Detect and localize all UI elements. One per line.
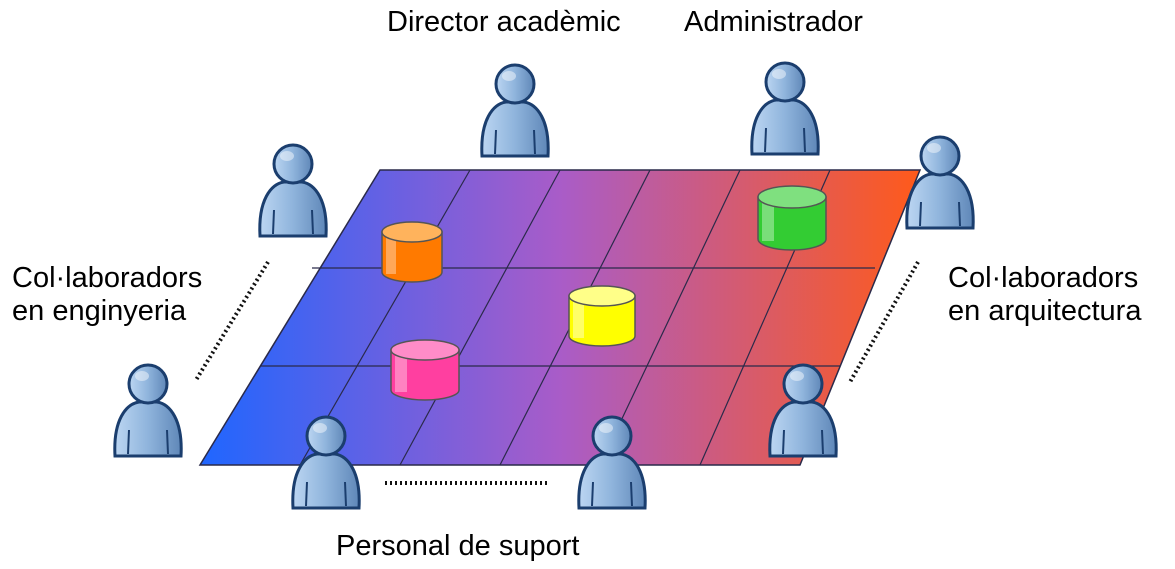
support-label: Personal de suport — [336, 530, 580, 562]
database-cylinder-icon-pink — [390, 339, 460, 401]
person-icon-administrator — [750, 61, 820, 156]
person-icon-director — [480, 63, 550, 158]
person-icon-engineering-bottom — [113, 363, 183, 458]
database-cylinder-icon-yellow — [568, 285, 636, 347]
architecture-label-line2: en arquitectura — [948, 295, 1142, 327]
engineering-label-line2: en enginyeria — [12, 295, 187, 327]
person-icon-architecture-top — [905, 135, 975, 230]
administrator-label: Administrador — [684, 6, 863, 38]
dotted-connectors — [194, 260, 920, 485]
engineering-connector — [194, 260, 270, 382]
engineering-label: Col·laboradors en enginyeria — [12, 262, 202, 328]
director-label: Director acadèmic — [387, 6, 621, 38]
architecture-label-line1: Col·laboradors — [948, 262, 1139, 294]
database-cylinder-icon-orange — [381, 221, 443, 283]
engineering-label-line1: Col·laboradors — [12, 262, 203, 294]
architecture-label: Col·laboradors en arquitectura — [948, 262, 1141, 328]
database-cylinder-icon-green — [757, 185, 827, 251]
person-icon-engineering-top — [258, 143, 328, 238]
